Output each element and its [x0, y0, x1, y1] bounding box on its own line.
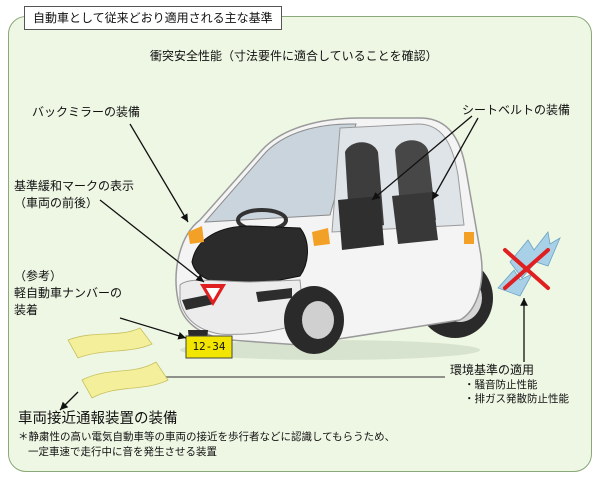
seats	[338, 140, 438, 250]
label-relief-mark-line1: 基準緩和マークの表示	[14, 179, 135, 193]
license-plate-number: 12-34	[192, 340, 226, 353]
relief-mark-triangle	[200, 284, 226, 306]
side-mirror-right	[312, 228, 330, 246]
license-plate	[185, 335, 233, 359]
label-plate-line3: 装着	[14, 303, 39, 317]
label-approach-title: 車両接近通報装置の装備	[18, 411, 178, 427]
arrow-seatbelt-2	[431, 117, 479, 201]
arrow-approach	[59, 391, 79, 411]
label-plate-line2: 軽自動車ナンバーの	[14, 286, 123, 300]
label-relief-mark-line2: （車両の前後）	[14, 196, 99, 210]
sound-waves	[67, 327, 169, 399]
arrow-mirror	[129, 123, 189, 223]
arrow-plate	[119, 317, 187, 340]
label-env-title: 環境基準の適用	[450, 363, 535, 377]
label-collision-safety: 衝突安全性能（寸法要件に適合していることを確認）	[150, 49, 438, 63]
prohibition-cross	[503, 248, 550, 290]
arrow-seatbelt-1	[371, 115, 473, 201]
label-approach-note2: 一定車速で走行中に音を発生させる装置	[28, 446, 217, 458]
headlight-left	[182, 294, 214, 310]
label-seatbelt: シートベルトの装備	[462, 103, 571, 117]
label-env-item2: ・排ガス発散防止性能	[464, 393, 569, 405]
front-wheel	[284, 286, 344, 354]
rear-light	[464, 232, 474, 244]
label-rear-mirror: バックミラーの装備	[32, 105, 141, 119]
label-approach-note1: ＊静粛性の高い電気自動車等の車両の接近を歩行者などに認識してもらうため、	[18, 431, 396, 443]
arrow-relief-mark	[99, 199, 205, 283]
windshield	[203, 123, 357, 223]
headlight-right	[256, 288, 292, 302]
label-env-item1: ・騒音防止性能	[464, 379, 538, 391]
side-mirror-left	[188, 226, 204, 244]
car-shadow	[180, 340, 480, 360]
label-plate-line1: （参考）	[14, 269, 63, 283]
diagram-title: 自動車として従来どおり適用される主な基準	[24, 6, 282, 30]
